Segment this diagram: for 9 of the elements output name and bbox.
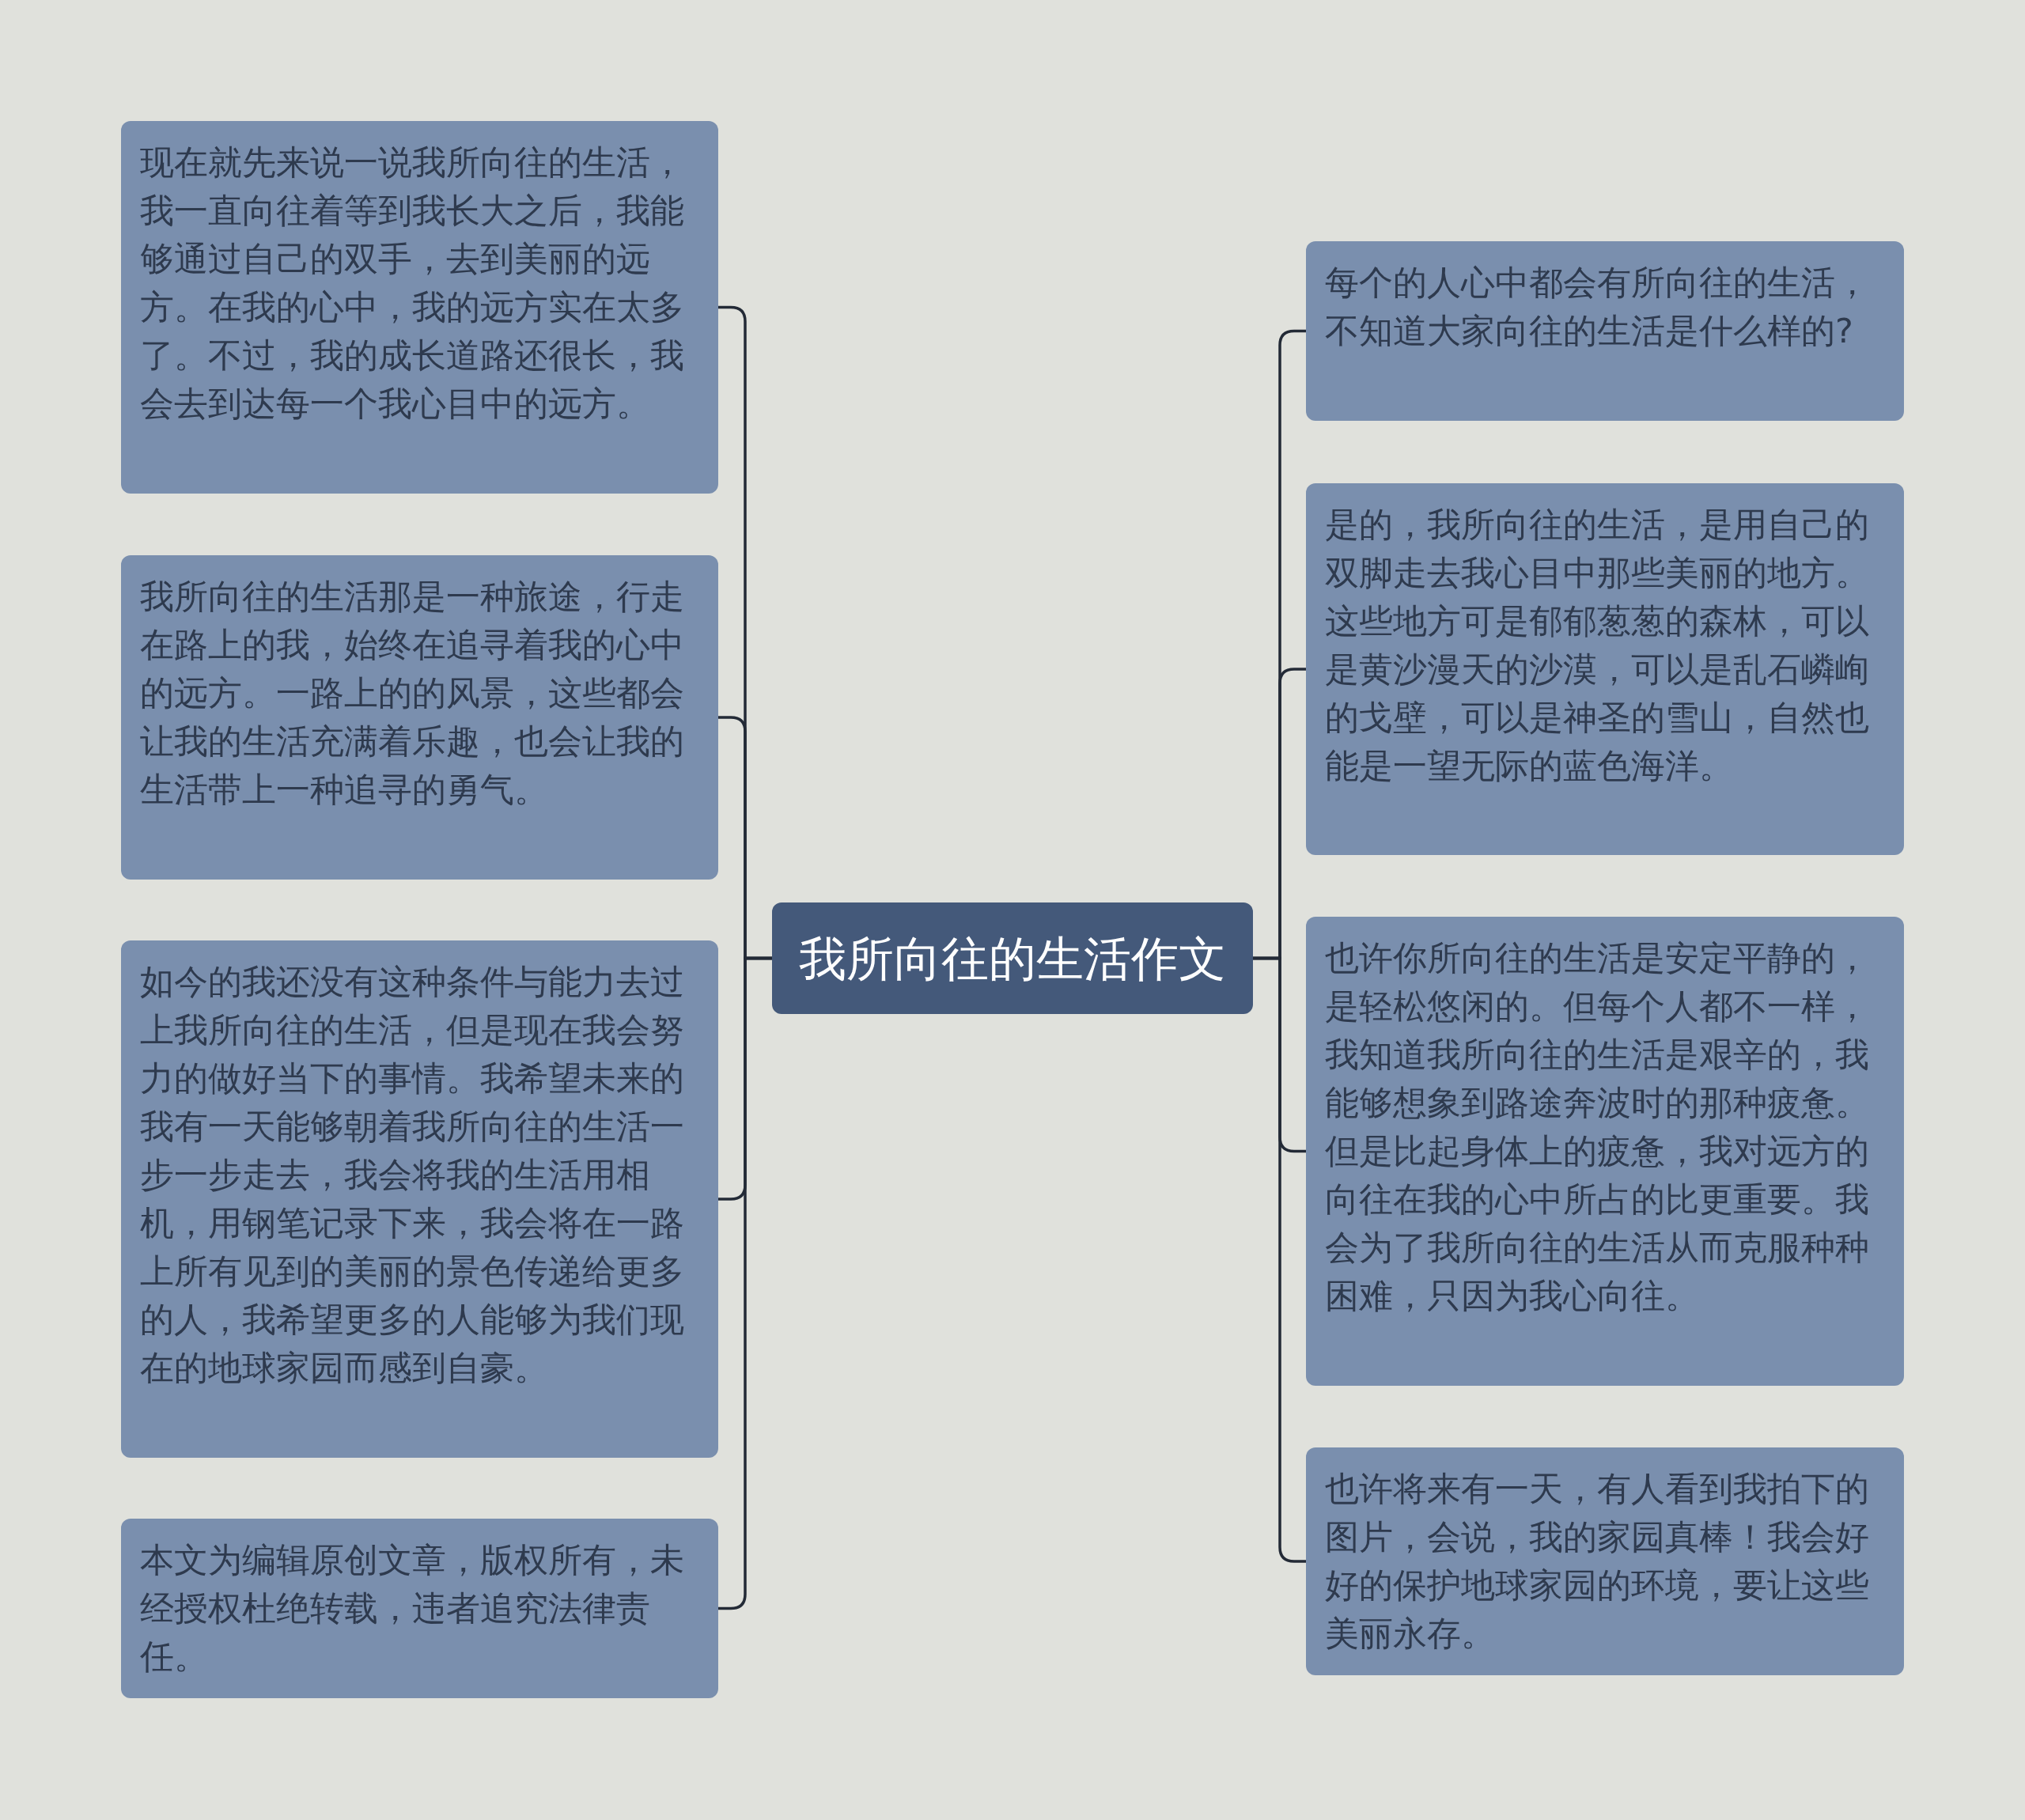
central-topic-box: 我所向往的生活作文 xyxy=(772,902,1253,1014)
topic-box: 也许你所向往的生活是安定平静的，是轻松悠闲的。但每个人都不一样，我知道我所向往的生活是艰辛的，我能够想象到路途奔波时的那种疲惫。但是比起身体上的疲惫，我对远方的向往在我的心中所占的比更重要。我会为了我所向往的生活从而克服种种困难，只因为我心向往。 xyxy=(1306,917,1904,1386)
topic-box: 如今的我还没有这种条件与能力去过上我所向往的生活，但是现在我会努力的做好当下的事情。我希望未来的我有一天能够朝着我所向往的生活一步一步走去，我会将我的生活用相机，用钢笔记录下来，我会将在一路上所有见到的美丽的景色传递给更多的人，我希望更多的人能够为我们现在的地球家园而感到自豪。 xyxy=(121,940,718,1458)
topic-box: 现在就先来说一说我所向往的生活，我一直向往着等到我长大之后，我能够通过自己的双手，去到美丽的远方。在我的心中，我的远方实在太多了。不过，我的成长道路还很长，我会去到达每一个我心目中的远方。 xyxy=(121,121,718,494)
topic-box: 每个的人心中都会有所向往的生活，不知道大家向往的生活是什么样的? xyxy=(1306,241,1904,421)
topic-box: 也许将来有一天，有人看到我拍下的图片，会说，我的家园真棒！我会好好的保护地球家园的环境，要让这些美丽永存。 xyxy=(1306,1447,1904,1675)
topic-box: 我所向往的生活那是一种旅途，行走在路上的我，始终在追寻着我的心中的远方。一路上的的风景，这些都会让我的生活充满着乐趣，也会让我的生活带上一种追寻的勇气。 xyxy=(121,555,718,880)
topic-box: 本文为编辑原创文章，版权所有，未经授权杜绝转载，违者追究法律责任。 xyxy=(121,1519,718,1698)
topic-box: 是的，我所向往的生活，是用自己的双脚走去我心目中那些美丽的地方。这些地方可是郁郁葱葱的森林，可以是黄沙漫天的沙漠，可以是乱石嶙峋的戈壁，可以是神圣的雪山，自然也能是一望无际的蓝色海洋。 xyxy=(1306,483,1904,855)
